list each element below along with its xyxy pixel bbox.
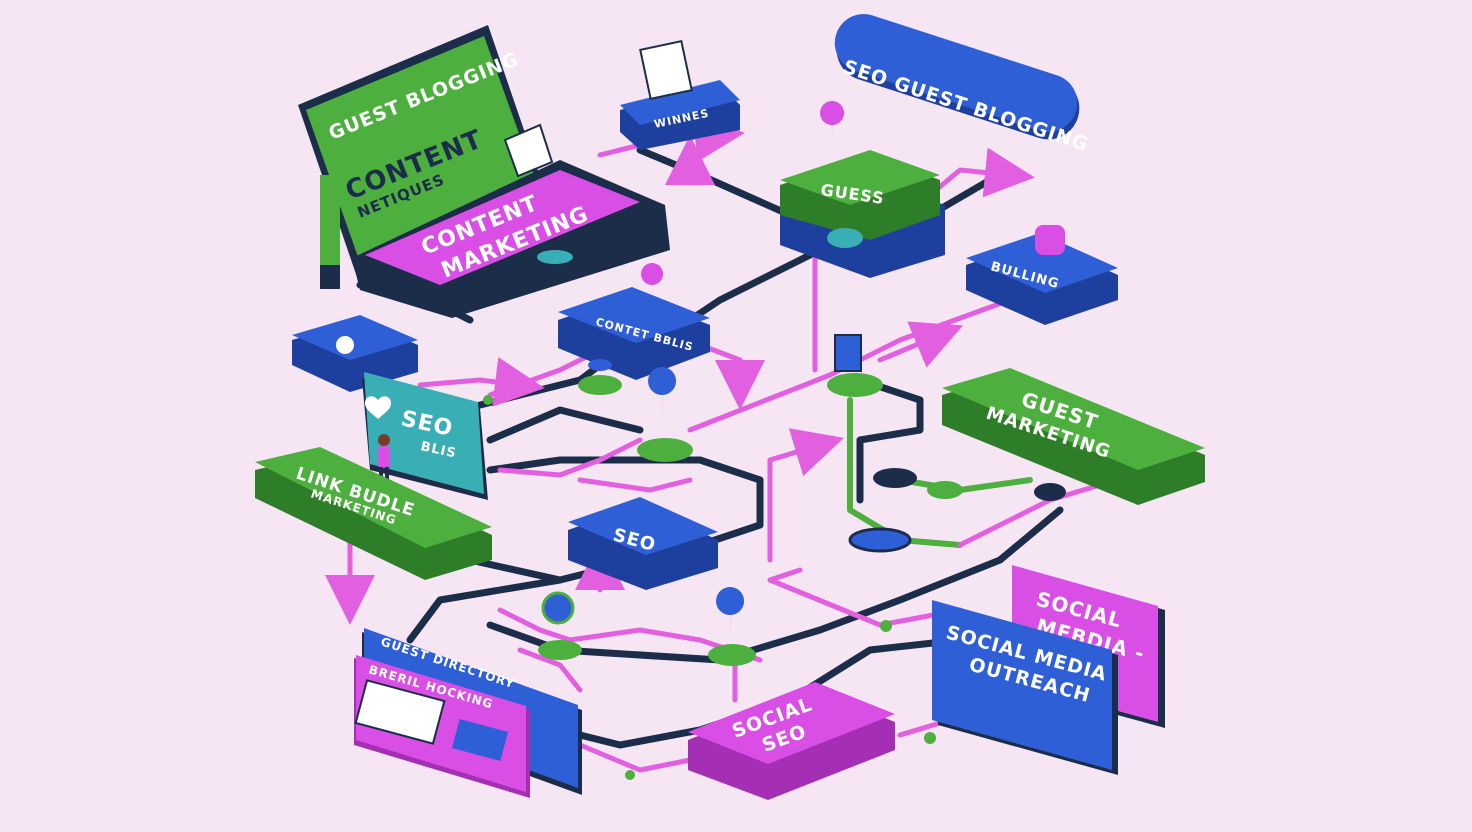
badge-icon [336, 336, 354, 354]
pink-path-10 [497, 437, 643, 478]
laptop: GUEST BLOGGING CONTENT NETIQUES CONTENT … [298, 25, 670, 318]
node-seo-sign-label-2: BLIS [419, 439, 458, 461]
node-guess: GUESS [780, 101, 945, 278]
pink-path-6 [687, 297, 1013, 433]
pink-path-16 [517, 647, 583, 693]
pink-path-13 [767, 567, 963, 628]
navy-path-6 [486, 456, 764, 549]
location-pin-icon-1 [820, 101, 845, 150]
location-pin-icon-4 [716, 587, 745, 645]
pink-path-9 [487, 352, 593, 398]
pink-path-15 [497, 607, 763, 663]
node-left-blue [292, 315, 418, 392]
pink-path-5 [697, 342, 765, 410]
navy-path-5 [486, 406, 644, 444]
node-seo-guest-blogging: SEO GUEST BLOGGING [834, 14, 1091, 156]
pink-path-19 [577, 742, 693, 773]
pink-path-11 [577, 477, 693, 493]
navy-path-7 [856, 376, 924, 504]
navy-path-3 [686, 251, 814, 324]
navy-path-9 [406, 576, 564, 644]
pink-path-7 [877, 321, 964, 368]
node-bulling: BULLING [966, 225, 1118, 325]
node-social-seo: SOCIAL SEO [688, 682, 895, 800]
node-guest-marketing: GUEST MARKETING [942, 368, 1205, 505]
location-pin-icon-2 [641, 263, 664, 308]
node-content-bblis: CONTET BBLIS [558, 263, 710, 380]
node-winnes: WINNES [620, 39, 740, 150]
node-link-bundle: LINK BUDLE MARKETING [255, 447, 492, 580]
laptop-keyboard-panel [365, 170, 640, 285]
pink-path-8 [417, 357, 545, 407]
globe-icon [541, 591, 575, 625]
green-path-1 [847, 397, 963, 548]
heart-icon [364, 396, 392, 419]
pink-path-12 [767, 428, 844, 563]
location-pin-icon-3 [648, 367, 677, 425]
node-seo-sign: SEO BLIS [362, 372, 488, 500]
node-seo-center: SEO [568, 497, 718, 590]
hubs [483, 334, 1066, 780]
node-social-media-outreach: SOCIAL MEDIA OUTREACH [932, 600, 1118, 775]
green-path-2 [897, 477, 1033, 493]
